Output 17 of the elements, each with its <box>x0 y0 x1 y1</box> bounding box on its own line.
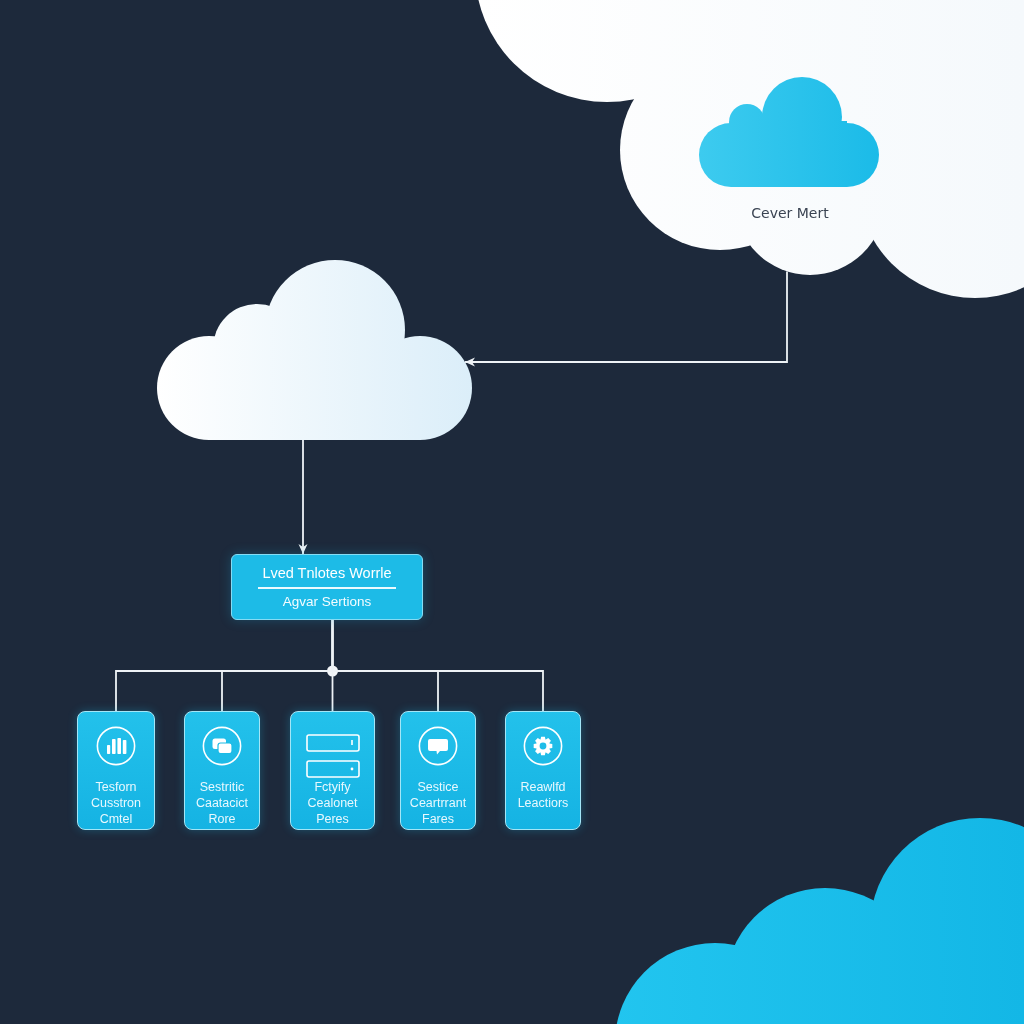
connector-line <box>331 619 544 712</box>
arrow <box>464 270 788 367</box>
service-box <box>231 554 423 620</box>
service-card <box>505 711 581 830</box>
service-card <box>77 711 155 830</box>
card-label: Fctyify Cealonet Peres <box>306 779 359 827</box>
service-card <box>184 711 260 830</box>
arrow <box>298 439 308 555</box>
card-label: Reawlfd Leactiors <box>516 779 570 811</box>
service-card <box>290 711 375 830</box>
cloud-label: Cever Mert <box>751 204 829 222</box>
box-title: Lved Tnlotes Worrle <box>262 564 392 583</box>
service-card <box>400 711 476 830</box>
card-label: Tesforn Cusstron Cmtel <box>90 779 142 827</box>
card-label: Sestritic Caatacict Rore <box>194 779 250 827</box>
card-label: Sestice Ceartrrant Fares <box>408 779 468 827</box>
box-subtitle: Agvar Sertions <box>282 592 372 610</box>
